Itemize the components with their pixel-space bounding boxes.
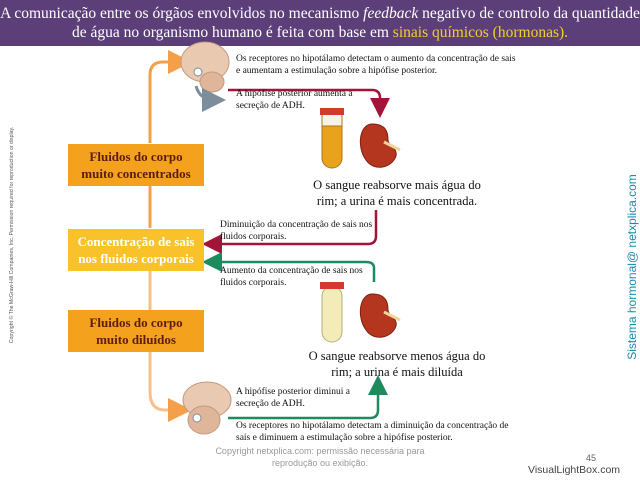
box-salt-concentration: Concentração de sais nos fluidos corpora… [68, 229, 204, 271]
crimson-feedback-arrow [202, 88, 390, 254]
page-number: 45 [586, 453, 597, 463]
visuallightbox-credit: VisualLightBox.com [528, 464, 621, 476]
label-adh-decrease: A hipófise posterior diminui a secreção … [236, 387, 350, 409]
label-decrease-concentration: Diminuição da concentração de sais nos f… [220, 220, 373, 242]
title-highlight: sinais químicos (hormonas). [392, 24, 569, 41]
watermark: Copyright netxplica.com: permissão neces… [215, 446, 425, 468]
brain-pituitary-icon [182, 381, 232, 435]
label-receptors-top: Os receptores no hipotálamo detectam o a… [236, 54, 516, 76]
title-banner: A comunicação entre os órgãos envolvidos… [0, 0, 640, 46]
label-blood-more: O sangue reabsorve mais água do rim; a u… [313, 178, 481, 208]
kidney-icon [359, 293, 401, 338]
title-italic: feedback [363, 5, 419, 22]
brain-pituitary-icon [180, 41, 230, 112]
test-tube-icon [320, 108, 344, 169]
label-adh-increase: A hipófise posterior aumenta a secreção … [236, 89, 353, 111]
box-diluted: Fluidos do corpo muito diluídos [68, 310, 204, 352]
test-tube-icon [320, 282, 344, 343]
green-feedback-arrow [202, 252, 388, 420]
title-text-part1: A comunicação entre os órgãos envolvidos… [0, 5, 364, 22]
label-receptors-bottom: Os receptores no hipotálamo detectam a d… [236, 421, 509, 443]
label-blood-less: O sangue reabsorve menos água do rim; a … [308, 349, 486, 379]
title-text-part2: negativo de controlo da quantidade de ág… [71, 5, 640, 41]
label-increase-concentration: Aumento da concentração de sais nos flui… [220, 266, 363, 288]
vertical-copyright: Copyright © The McGraw-Hill Companies, I… [9, 126, 15, 344]
kidney-icon [359, 123, 401, 168]
box-concentrated: Fluidos do corpo muito concentrados [68, 144, 204, 186]
orange-feedback-arrow [148, 50, 192, 422]
side-label: Sistema hormonal@ netxplica.com [625, 174, 639, 360]
